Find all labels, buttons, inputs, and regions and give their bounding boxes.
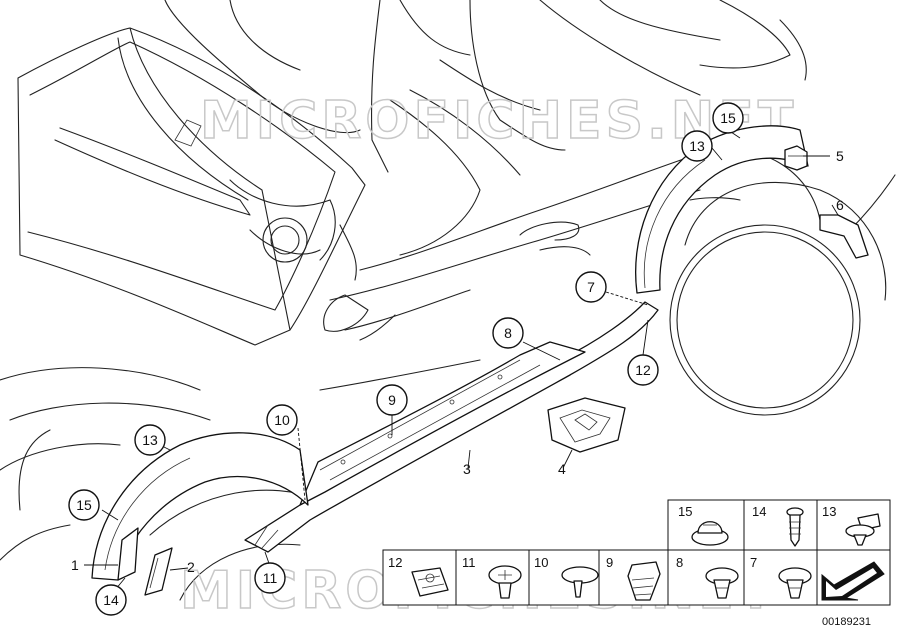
side-sill-3 (244, 301, 659, 553)
reference-number: 00189231 (822, 616, 871, 628)
svg-text:13: 13 (142, 432, 158, 448)
label-6: 6 (836, 197, 844, 213)
callout-14: 14 (95, 584, 127, 616)
svg-text:11: 11 (263, 570, 278, 586)
svg-text:8: 8 (504, 325, 512, 341)
svg-text:14: 14 (103, 592, 119, 608)
svg-text:13: 13 (822, 504, 836, 519)
svg-text:7: 7 (587, 279, 595, 295)
svg-text:11: 11 (462, 555, 476, 570)
clip-5 (784, 145, 808, 171)
svg-text:14: 14 (752, 504, 766, 519)
svg-text:15: 15 (720, 110, 736, 126)
callout-9: 9 (376, 384, 408, 416)
grid-cell-14 (743, 499, 818, 551)
trim-strip-1 (117, 527, 139, 581)
label-3: 3 (463, 461, 471, 477)
fastener-13-icon (845, 513, 881, 546)
fastener-11-icon (488, 565, 522, 599)
label-2: 2 (187, 559, 195, 575)
callout-11: 11 (254, 562, 286, 594)
svg-text:10: 10 (274, 412, 290, 428)
callout-13-rear: 13 (681, 130, 713, 162)
fastener-grid: 15 14 13 12 11 10 9 8 7 (382, 499, 891, 606)
fastener-14-icon (786, 507, 804, 547)
fastener-7-icon (778, 567, 812, 599)
arrow-icon (821, 561, 885, 601)
bracket-6 (819, 214, 869, 259)
callout-12: 12 (627, 354, 659, 386)
label-4: 4 (558, 461, 566, 477)
fastener-9-icon (627, 561, 661, 601)
svg-text:9: 9 (606, 555, 613, 570)
fastener-15-icon (691, 521, 729, 546)
trim-strip-2 (144, 547, 173, 596)
svg-text:12: 12 (388, 555, 402, 570)
callout-10: 10 (266, 404, 298, 436)
svg-text:8: 8 (676, 555, 683, 570)
callout-8: 8 (492, 317, 524, 349)
grid-cell-10 (528, 549, 600, 606)
label-5: 5 (836, 148, 844, 164)
label-1: 1 (71, 557, 79, 573)
rear-wheel-arch-trim (635, 125, 809, 294)
fastener-10-icon (561, 566, 599, 598)
callout-15-front: 15 (68, 489, 100, 521)
svg-text:15: 15 (76, 497, 92, 513)
svg-text:10: 10 (534, 555, 548, 570)
svg-text:12: 12 (635, 362, 651, 378)
callout-15-rear: 15 (712, 102, 744, 134)
car-body-outline (0, 0, 896, 601)
callout-13-front: 13 (134, 424, 166, 456)
mount-block-4 (547, 397, 626, 453)
svg-text:15: 15 (678, 504, 692, 519)
svg-text:9: 9 (388, 392, 396, 408)
callout-7: 7 (575, 271, 607, 303)
svg-text:13: 13 (689, 138, 705, 154)
fastener-12-icon (411, 567, 449, 597)
fastener-8-icon (705, 567, 739, 599)
svg-text:7: 7 (750, 555, 757, 570)
